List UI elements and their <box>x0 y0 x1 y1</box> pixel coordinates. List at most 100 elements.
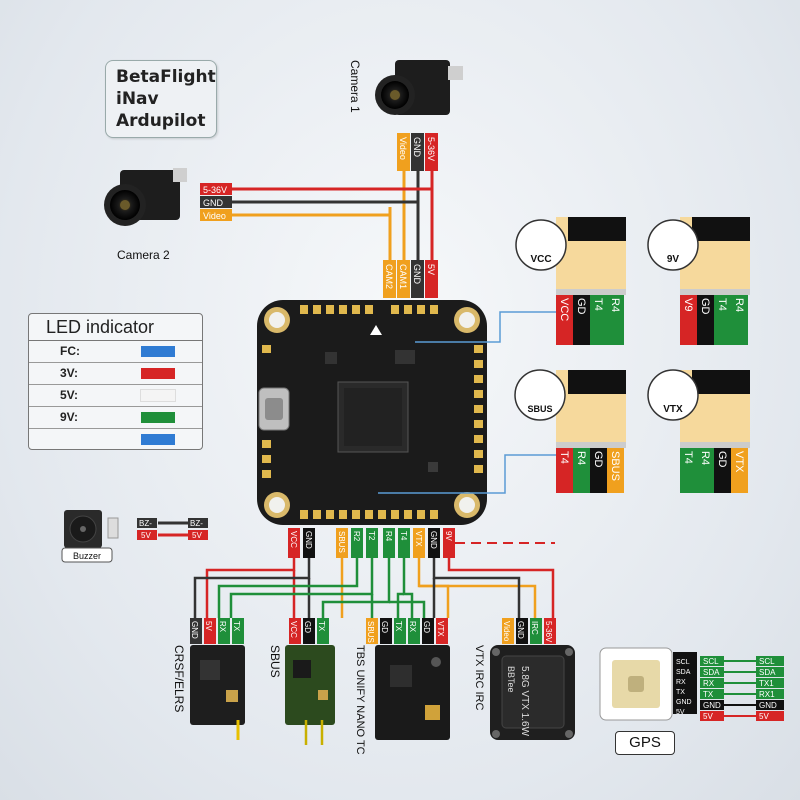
fc-cam-pad: 5V <box>426 264 436 275</box>
fc-gps-pin: RX1 <box>759 690 775 699</box>
vtx-pin: GND <box>516 621 525 639</box>
connector-pin: T4 <box>682 451 694 464</box>
led-swatch-blue <box>141 346 175 357</box>
vtx-pin: IRC <box>530 621 539 635</box>
camera-1-label: Camera 1 <box>348 60 362 113</box>
gps-module-pin: RX <box>676 679 686 686</box>
firmware-inav: iNav <box>116 89 159 109</box>
vtx-tbs-unify-nano <box>366 618 450 740</box>
fc-cam-pad: CAM1 <box>398 264 408 289</box>
connector-pin: R4 <box>609 298 621 312</box>
connector-pin: R4 <box>733 298 745 312</box>
crsf-pin: RX <box>218 621 227 633</box>
fc-pad-label: 9V <box>444 531 453 541</box>
connector-pin: R4 <box>699 451 711 465</box>
camera-2-label: Camera 2 <box>117 248 170 262</box>
gps-module-pin: 5V <box>676 709 685 716</box>
gps-module-pin: TX <box>676 689 685 696</box>
vtx-5-8g <box>490 618 575 740</box>
connector-pin: GD <box>592 451 604 468</box>
fc-gps-pin: GND <box>759 701 777 710</box>
fc-gps-pin: TX1 <box>759 679 774 688</box>
flight-controller-board <box>257 300 487 525</box>
fc-pad-label: R4 <box>384 531 393 542</box>
fc-pad-label: VTX <box>414 531 423 547</box>
connector-pin: VCC <box>558 298 570 321</box>
fc-pad-label: VCC <box>289 531 298 548</box>
led-row-fc: FC: <box>29 341 202 363</box>
buzzer <box>61 510 208 563</box>
gps-pin: TX <box>703 690 714 699</box>
connector-vcc <box>515 217 626 345</box>
vtx-board-brand: BBTee <box>506 666 516 693</box>
led-row-5v: 5V: <box>29 385 202 407</box>
vtx-board-text: 5.8G VTX 1.6W <box>519 666 530 737</box>
fc-pad-label: GND <box>429 531 438 549</box>
gps-pin: RX <box>703 679 715 688</box>
camera-1-pin: GND <box>412 137 422 158</box>
firmware-betaflight: BetaFlight <box>116 67 216 87</box>
tbs-unify-label: TBS UNIFY NANO TC <box>354 645 366 755</box>
crsf-pin: 5V <box>204 621 213 631</box>
fc-gps-pin: SCL <box>759 657 775 666</box>
camera-1 <box>375 60 463 115</box>
gps-pin: GND <box>703 701 721 710</box>
firmware-ardupilot: Ardupilot <box>116 111 206 131</box>
led-swatch-blue <box>141 434 175 445</box>
tbs-pin: GD <box>380 621 389 633</box>
led-label: 3V: <box>60 366 79 380</box>
fc-pad-label: GND <box>304 531 313 549</box>
gps-label: GPS <box>615 731 675 755</box>
connector-vcc-icon-text: VCC <box>530 254 551 265</box>
tbs-pin: GD <box>422 621 431 633</box>
vtx-pin: 5-36V <box>544 621 553 643</box>
connector-pin: GD <box>716 451 728 468</box>
fc-pad-label: R2 <box>352 531 361 542</box>
connector-pin: T4 <box>716 298 728 311</box>
tbs-pin: TX <box>394 621 403 632</box>
sbus-pin: GD <box>303 621 312 633</box>
receiver-crsf-elrs <box>190 618 245 740</box>
led-swatch-red <box>141 368 175 379</box>
fc-pad-label: SBUS <box>337 531 346 553</box>
led-swatch-white <box>140 389 176 402</box>
fc-bottom-pads <box>288 528 455 558</box>
crsf-elrs-label: CRSF/ELRS <box>172 645 186 712</box>
tbs-pin: RX <box>408 621 417 633</box>
crsf-pin: GND <box>190 621 199 639</box>
tbs-pin: VTX <box>436 621 445 637</box>
led-label: 5V: <box>60 388 79 402</box>
connector-pin: SBUS <box>609 451 621 481</box>
camera-2-pin: GND <box>203 198 224 208</box>
camera-1-pin: Video <box>398 137 408 160</box>
sbus-label: SBUS <box>268 645 282 678</box>
led-row-9v: 9V: <box>29 407 202 429</box>
sbus-pin: VCC <box>289 621 298 638</box>
connector-sbus-icon-text: SBUS <box>527 404 552 414</box>
buzzer-label: Buzzer <box>73 551 101 561</box>
vtx-irc-label: VTX IRC IRC <box>473 645 485 710</box>
gps-pin: SDA <box>703 668 720 677</box>
gps-pin: 5V <box>703 712 713 721</box>
connector-pin: V9 <box>682 298 694 311</box>
buzzer-pin: BZ- <box>190 519 203 528</box>
gps-module-pin: SDA <box>676 669 691 676</box>
connector-vtx-icon-text: VTX <box>663 404 683 415</box>
camera-2-pin: 5-36V <box>203 185 227 195</box>
tbs-pin: SBUS <box>366 621 375 643</box>
buzzer-pin: BZ- <box>139 519 152 528</box>
buzzer-pin: 5V <box>141 531 151 540</box>
led-swatch-green <box>141 412 175 423</box>
connector-pin: GD <box>699 298 711 315</box>
led-label: 9V: <box>60 410 79 424</box>
sbus-pin: TX <box>317 621 326 632</box>
connector-pin: T4 <box>592 298 604 311</box>
gps-module <box>599 647 784 721</box>
led-indicator-title: LED indicator <box>29 314 202 341</box>
receiver-sbus <box>285 618 335 745</box>
fc-cam-pad: GND <box>412 264 422 285</box>
fc-gps-pin: SDA <box>759 668 776 677</box>
led-indicator-table: LED indicator FC: 3V: 5V: 9V: <box>28 313 203 450</box>
